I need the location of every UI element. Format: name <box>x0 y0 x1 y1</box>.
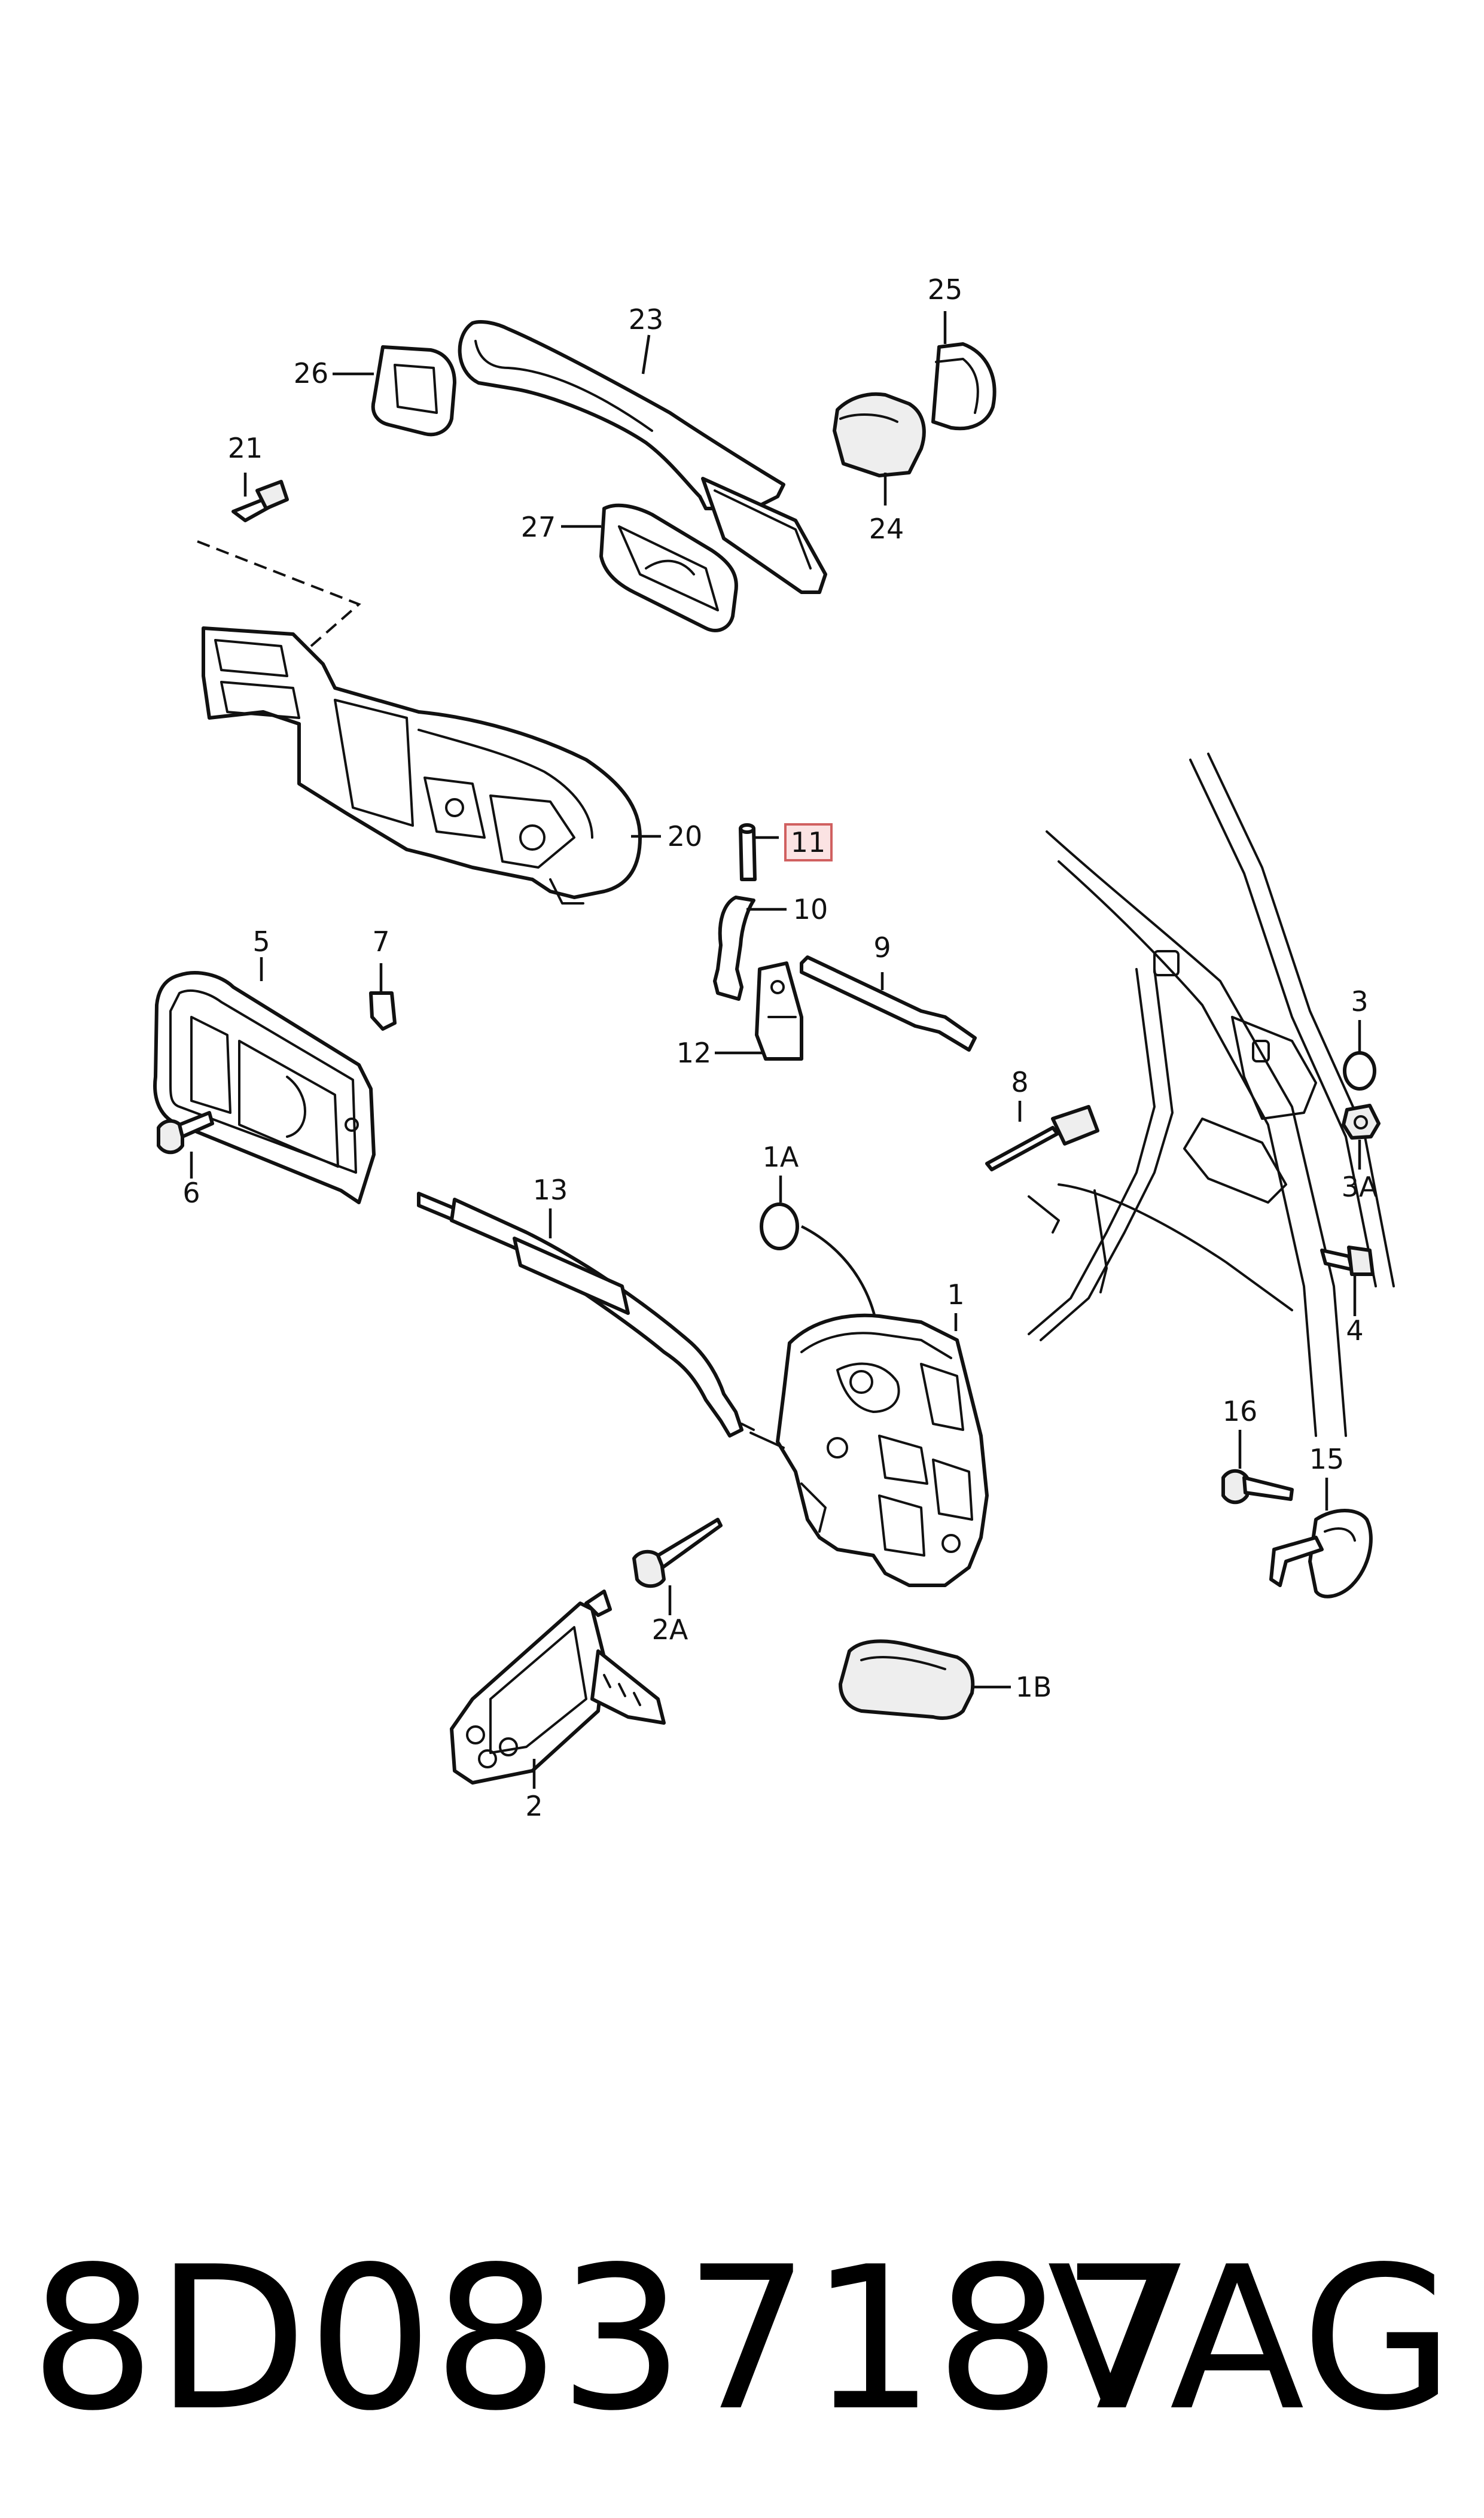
bowden-cable-13 <box>417 1192 755 1438</box>
nut-3a <box>1342 1104 1381 1140</box>
door-frame-outline <box>1028 753 1395 1437</box>
callout-1: 1 <box>947 1278 964 1311</box>
bracket-2 <box>450 1590 666 1785</box>
callout-3: 3 <box>1351 985 1368 1018</box>
callout-13: 13 <box>533 1174 568 1206</box>
callout-24: 24 <box>869 513 904 545</box>
callout-21: 21 <box>228 432 263 464</box>
callout-8: 8 <box>1011 1066 1028 1098</box>
callout-27: 27 <box>521 511 556 543</box>
callout-11: 11 <box>791 826 826 858</box>
callout-9: 9 <box>873 931 891 964</box>
callout-4: 4 <box>1346 1314 1363 1347</box>
callout-1a: 1A <box>763 1141 799 1173</box>
leader-lines <box>190 311 1361 1789</box>
callout-6: 6 <box>182 1177 200 1209</box>
inner-handle-5 <box>153 971 376 1204</box>
handle-carrier-20 <box>202 626 642 905</box>
operating-rod-10 <box>713 896 755 1001</box>
callout-20: 20 <box>668 820 703 852</box>
screw-2a <box>632 1518 723 1588</box>
callout-15: 15 <box>1309 1443 1345 1475</box>
brand-label: VAG <box>1047 2224 1454 2454</box>
callout-3a: 3A <box>1342 1171 1378 1203</box>
handle-end-cap-24 <box>833 392 926 477</box>
screw-6 <box>157 1111 214 1155</box>
outer-door-handle <box>458 320 827 594</box>
callout-26: 26 <box>294 357 329 389</box>
callout-10: 10 <box>793 893 828 925</box>
seal-1a <box>760 1202 799 1250</box>
assembly-line-21 <box>197 540 361 647</box>
cover-1b <box>839 1639 975 1720</box>
o-ring-3 <box>1343 1051 1376 1091</box>
screw-16 <box>1221 1469 1294 1505</box>
pin-11 <box>739 823 757 881</box>
callout-23: 23 <box>629 303 664 336</box>
handle-end-cap-26 <box>371 345 456 437</box>
rod-9 <box>800 955 977 1052</box>
handle-end-cap-25 <box>931 342 997 431</box>
callout-5: 5 <box>252 925 270 958</box>
lever-12 <box>755 961 803 1061</box>
callout-1b: 1B <box>1016 1671 1052 1703</box>
callout-16: 16 <box>1223 1395 1258 1427</box>
clip-7 <box>369 991 397 1031</box>
callout-7: 7 <box>372 925 389 958</box>
switch-8 <box>985 1105 1099 1171</box>
door-lock-1 <box>749 1313 989 1587</box>
highlight-box-11 <box>784 823 833 861</box>
callout-labels: 23 25 26 21 27 24 20 11 10 9 5 7 12 3 3A… <box>182 273 1378 1822</box>
handle-gasket-27 <box>599 503 738 632</box>
striker-15 <box>1269 1509 1373 1599</box>
callout-2: 2 <box>525 1790 543 1822</box>
callout-12: 12 <box>677 1037 712 1069</box>
bolt-4 <box>1320 1246 1375 1276</box>
part-number-label: 8D0837187 <box>30 2224 1187 2454</box>
callout-25: 25 <box>928 273 963 306</box>
screw-21 <box>231 480 289 522</box>
callout-2a: 2A <box>652 1613 688 1646</box>
